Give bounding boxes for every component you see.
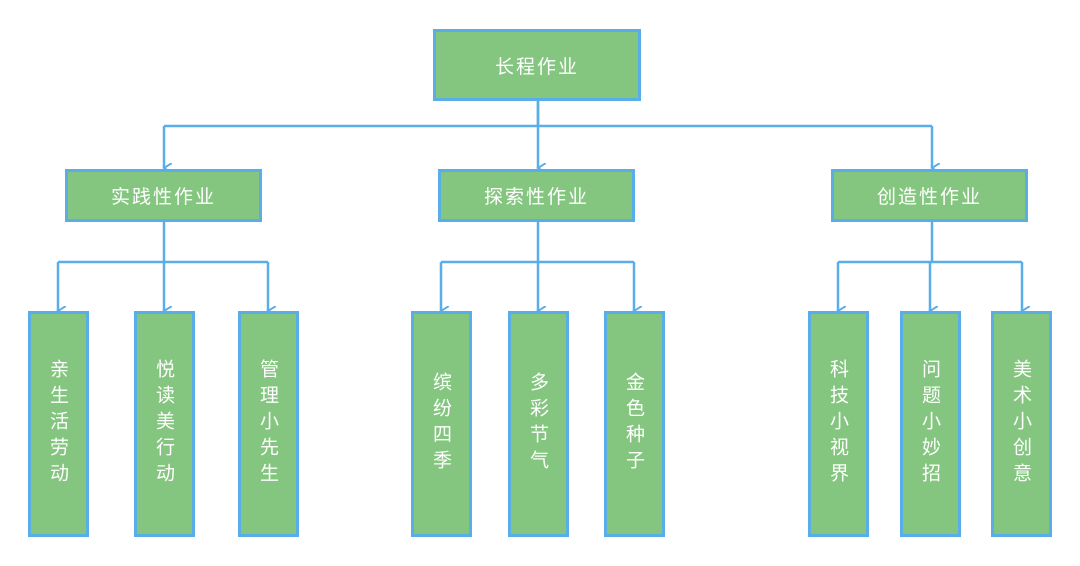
category-node-explore: 探索性作业 — [438, 169, 635, 222]
leaf-label: 悦读美行动 — [153, 359, 175, 489]
category-node-practice: 实践性作业 — [65, 169, 262, 222]
leaf-node: 悦读美行动 — [134, 311, 195, 537]
leaf-label: 缤纷四季 — [430, 372, 452, 476]
leaf-label: 亲生活劳动 — [47, 359, 69, 489]
category-label: 创造性作业 — [876, 186, 982, 208]
leaf-node: 金色种子 — [604, 311, 665, 537]
leaf-node: 科技小视界 — [808, 311, 869, 537]
category-node-create: 创造性作业 — [831, 169, 1028, 222]
leaf-node: 缤纷四季 — [411, 311, 472, 537]
root-node-label: 长程作业 — [494, 55, 579, 78]
leaf-label: 多彩节气 — [527, 372, 549, 476]
leaf-node: 管理小先生 — [238, 311, 299, 537]
leaf-label: 金色种子 — [623, 372, 645, 476]
leaf-node: 问题小妙招 — [900, 311, 961, 537]
leaf-label: 科技小视界 — [827, 359, 849, 489]
category-label: 实践性作业 — [110, 186, 216, 208]
leaf-node: 美术小创意 — [991, 311, 1052, 537]
leaf-label: 问题小妙招 — [919, 359, 941, 489]
category-label: 探索性作业 — [483, 186, 589, 208]
leaf-node: 亲生活劳动 — [28, 311, 89, 537]
leaf-label: 管理小先生 — [257, 359, 279, 489]
root-node: 长程作业 — [433, 29, 641, 101]
leaf-node: 多彩节气 — [508, 311, 569, 537]
leaf-label: 美术小创意 — [1010, 359, 1032, 489]
